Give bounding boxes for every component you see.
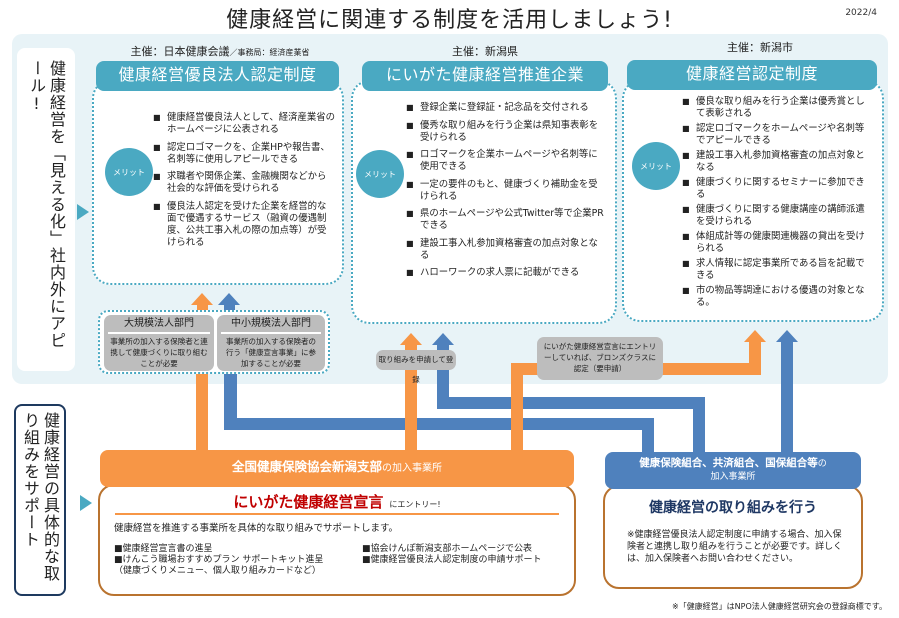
kyokai-name: 全国健康保険協会新潟支部	[231, 459, 382, 474]
date-label: 2022/4	[845, 8, 877, 18]
blue-connector	[781, 342, 793, 454]
sengen-entry-text: にエントリー!	[389, 500, 441, 509]
merit-badge: メリット	[105, 148, 153, 196]
sengen-support-list-2: ■協会けんぽ新潟支部ホームページで公表 ■健康経営優良法人認定制度の申請サポート	[362, 544, 542, 566]
kyokai-header-bar: 全国健康保険協会新潟支部の加入事業所	[100, 450, 574, 487]
system-title-niigata-suishin: にいがた健康経営推進企業	[362, 61, 608, 91]
department-large-text: 事業所の加入する保険者と連携して健康づくりに取り組むことが必要	[110, 337, 208, 368]
side-label-support-text: 健康経営の具体的な取り組みをサポート	[21, 412, 60, 582]
blue-arrow-shaft	[224, 305, 235, 310]
merit-list-niigata-suishin: 登録企業に登録証・記念品を交付される 優秀な取り組みを行う企業は県知事表彰を受け…	[406, 102, 606, 285]
sponsor-subtext: ／事務局：経済産業省	[229, 48, 310, 57]
list-item: 求職者や関係企業、金融機関などから社会的な評価を受けられる	[153, 171, 335, 195]
kyokai-suffix: の加入事業所	[382, 463, 442, 474]
sponsor-label-2: 主催：新潟県	[360, 43, 610, 59]
blue-connector	[224, 374, 237, 429]
department-small: 中小規模法人部門 事業所の加入する保険者の行う「健康宣言事業」に参加することが必…	[217, 315, 325, 371]
list-item: 健康経営優良法人として、経済産業省のホームページに公表される	[153, 112, 335, 136]
sponsor-text: 主催：新潟市	[727, 41, 793, 54]
blue-arrow-head-icon	[218, 293, 240, 305]
pointer-triangle-icon	[77, 204, 89, 220]
list-item: 市の物品等調達における優遇の対象となる。	[682, 285, 870, 309]
list-item: 優良法人認定を受けた企業を経営的な面で優遇するサービス（融資の優遇制度、公共工事…	[153, 201, 335, 249]
list-item: ■健康経営宣言書の進呈	[114, 544, 213, 554]
kumiai-name: 健康保険組合、共済組合、国保組合等	[639, 457, 818, 469]
blue-arrow-head-icon	[432, 333, 454, 345]
sengen-description: 健康経営を推進する事業所を具体的な取り組みでサポートします。	[114, 523, 399, 534]
list-item: ■けんこう職場おすすめプラン サポートキット進呈	[114, 555, 324, 565]
sponsor-label-3: 主催：新潟市	[650, 39, 870, 55]
list-item: 県のホームページや公式Twitter等で企業PRできる	[406, 208, 606, 232]
list-item: ■協会けんぽ新潟支部ホームページで公表	[362, 544, 533, 554]
blue-connector	[224, 418, 654, 430]
sengen-title: にいがた健康経営宣言にエントリー!	[100, 491, 574, 512]
merit-badge: メリット	[632, 142, 680, 190]
orange-connector	[749, 342, 761, 375]
list-item: （健康づくりメニュー、個人取り組みカードなど）	[114, 566, 321, 576]
merit-list-niigata-city: 優良な取り組みを行う企業は優秀賞として表彰される 認定ロゴマークをホームページや…	[682, 96, 870, 312]
sengen-box: にいがた健康経営宣言にエントリー! 健康経営を推進する事業所を具体的な取り組みで…	[98, 484, 576, 596]
orange-connector	[405, 345, 417, 452]
blue-connector	[437, 397, 705, 409]
list-item: 優良な取り組みを行う企業は優秀賞として表彰される	[682, 96, 870, 120]
torikumi-box: 健康経営の取り組みを行う ※健康経営優良法人認定制度に申請する場合、加入保険者と…	[603, 485, 863, 589]
list-item: 優秀な取り組みを行う企業は県知事表彰を受けられる	[406, 120, 606, 144]
torikumi-title: 健康経営の取り組みを行う	[649, 500, 817, 516]
side-label-visualize-text: 健康経営を「見える化」社内外にアピール!	[27, 59, 66, 349]
department-small-text: 事業所の加入する保険者の行う「健康宣言事業」に参加することが必要	[226, 337, 316, 368]
sponsor-label-1: 主催：日本健康会議／事務局：経済産業省	[95, 43, 345, 59]
department-small-title: 中小規模法人部門	[231, 318, 311, 329]
list-item: 健康づくりに関するセミナーに参加できる	[682, 177, 870, 201]
note-bronze-class: にいがた健康経営宣言にエントリーしていれば、ブロンズクラスに認定（要申請）	[537, 337, 663, 380]
page-title: 健康経営に関連する制度を活用しましょう!	[226, 8, 673, 33]
trademark-footnote: ※「健康経営」はNPO法人健康経営研究会の登録商標です。	[671, 602, 887, 611]
merit-badge: メリット	[356, 150, 404, 198]
orange-arrow-head-icon	[400, 333, 422, 345]
pointer-triangle-icon	[80, 495, 92, 511]
orange-arrow-shaft	[197, 305, 208, 310]
side-label-support: 健康経営の具体的な取り組みをサポート	[14, 404, 66, 596]
list-item: ロゴマークを企業ホームページや名刺等に使用できる	[406, 149, 606, 173]
list-item: 登録企業に登録証・記念品を交付される	[406, 102, 606, 114]
sengen-support-list-1: ■健康経営宣言書の進呈 ■けんこう職場おすすめプラン サポートキット進呈 （健康…	[114, 544, 323, 577]
orange-arrow-head-icon	[191, 293, 213, 305]
list-item: 建設工事入札参加資格審査の加点対象となる	[406, 238, 606, 262]
blue-connector	[642, 418, 654, 454]
kumiai-suffix-line2: 加入事業所	[710, 472, 756, 482]
system-title-yuryo-houjin: 健康経営優良法人認定制度	[96, 61, 339, 91]
department-large: 大規模法人部門 事業所の加入する保険者と連携して健康づくりに取り組むことが必要	[104, 315, 214, 371]
kumiai-suffix: の	[817, 459, 827, 469]
divider	[115, 513, 559, 515]
system-title-niigata-city: 健康経営認定制度	[627, 60, 877, 90]
sponsor-text: 主催：日本健康会議	[130, 45, 230, 58]
divider	[108, 332, 210, 334]
orange-connector	[196, 374, 208, 452]
divider	[221, 332, 321, 334]
list-item: 体組成計等の健康関連機器の貸出を受けられる	[682, 231, 870, 255]
list-item: 健康づくりに関する健康講座の講師派遣を受けられる	[682, 204, 870, 228]
sengen-title-text: にいがた健康経営宣言	[233, 493, 384, 511]
side-label-visualize: 健康経営を「見える化」社内外にアピール!	[17, 48, 75, 371]
department-large-title: 大規模法人部門	[124, 318, 194, 329]
sponsor-text: 主催：新潟県	[452, 45, 518, 58]
kumiai-header-bar: 健康保険組合、共済組合、国保組合等の 加入事業所	[605, 452, 861, 489]
list-item: 一定の要件のもと、健康づくり補助金を受けられる	[406, 179, 606, 203]
orange-arrow-head-icon	[744, 330, 766, 342]
list-item: 建設工事入札参加資格審査の加点対象となる	[682, 150, 870, 174]
torikumi-note: ※健康経営優良法人認定制度に申請する場合、加入保険者と連携し取り組みを行うことが…	[627, 530, 843, 564]
list-item: 求人情報に認定事業所である旨を記載できる	[682, 258, 870, 282]
blue-connector	[693, 397, 705, 454]
blue-arrow-head-icon	[776, 330, 798, 342]
list-item: 認定ロゴマークをホームページや名刺等でアピールできる	[682, 123, 870, 147]
list-item: ハローワークの求人票に記載ができる	[406, 267, 606, 279]
merit-list-yuryo-houjin: 健康経営優良法人として、経済産業省のホームページに公表される 認定ロゴマークを、…	[153, 112, 335, 254]
list-item: 認定ロゴマークを、企業HPや報告書、名刺等に使用しアピールできる	[153, 142, 335, 166]
note-apply-register: 取り組みを申請して登録	[376, 350, 456, 384]
orange-connector	[511, 363, 523, 452]
list-item: ■健康経営優良法人認定制度の申請サポート	[362, 555, 542, 565]
